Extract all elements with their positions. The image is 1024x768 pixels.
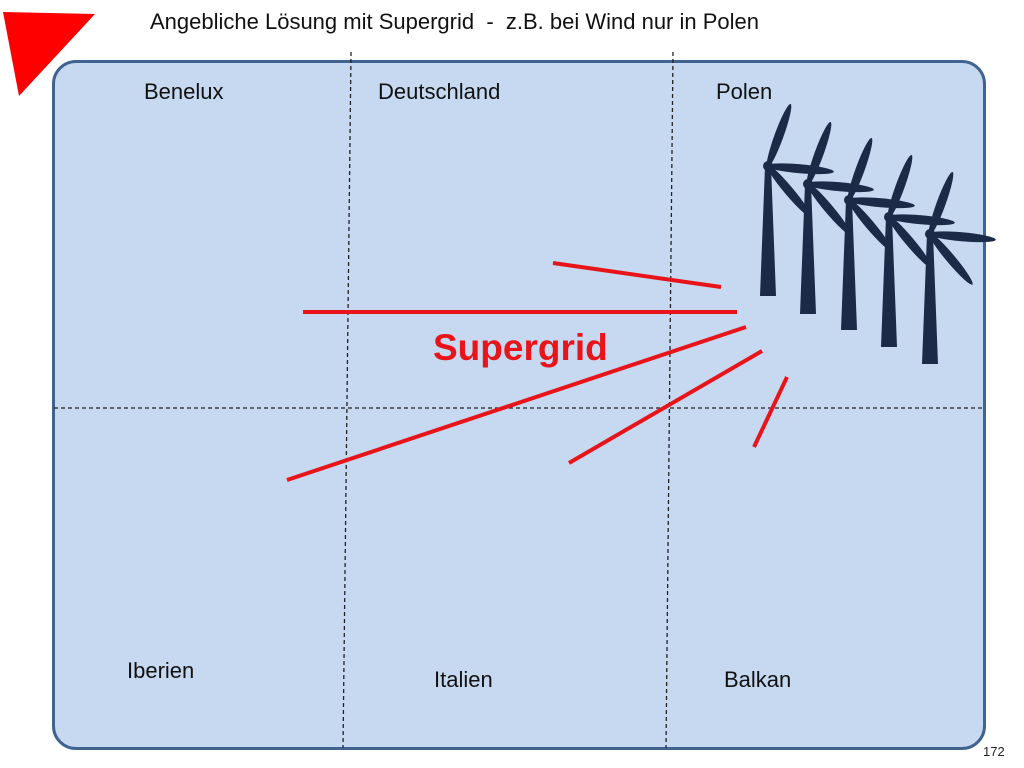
divider-left [342,51,352,749]
europe-region-board [52,60,986,750]
wind-turbine-group [760,102,997,364]
slide-title: Angebliche Lösung mit Supergrid - z.B. b… [150,9,759,34]
page-number: 172 [983,744,1005,759]
region-label-balkan: Balkan [724,667,792,692]
wind-turbine-icon [922,170,997,364]
supergrid-label: Supergrid [433,327,608,368]
red-corner-flag-icon [3,12,95,96]
supergrid-line-upper [552,261,722,289]
region-label-italien: Italien [434,667,493,692]
region-label-deutschland: Deutschland [378,79,501,104]
supergrid-line-short [752,376,789,448]
region-dividers [54,51,985,749]
supergrid-line-long-diagonal [286,325,747,482]
divider-right [665,51,674,749]
supergrid-lines [286,261,789,482]
region-label-benelux: Benelux [144,79,224,104]
region-label-polen: Polen [716,79,773,104]
region-label-iberien: Iberien [127,658,195,683]
supergrid-line-mid-diagonal [567,349,764,465]
